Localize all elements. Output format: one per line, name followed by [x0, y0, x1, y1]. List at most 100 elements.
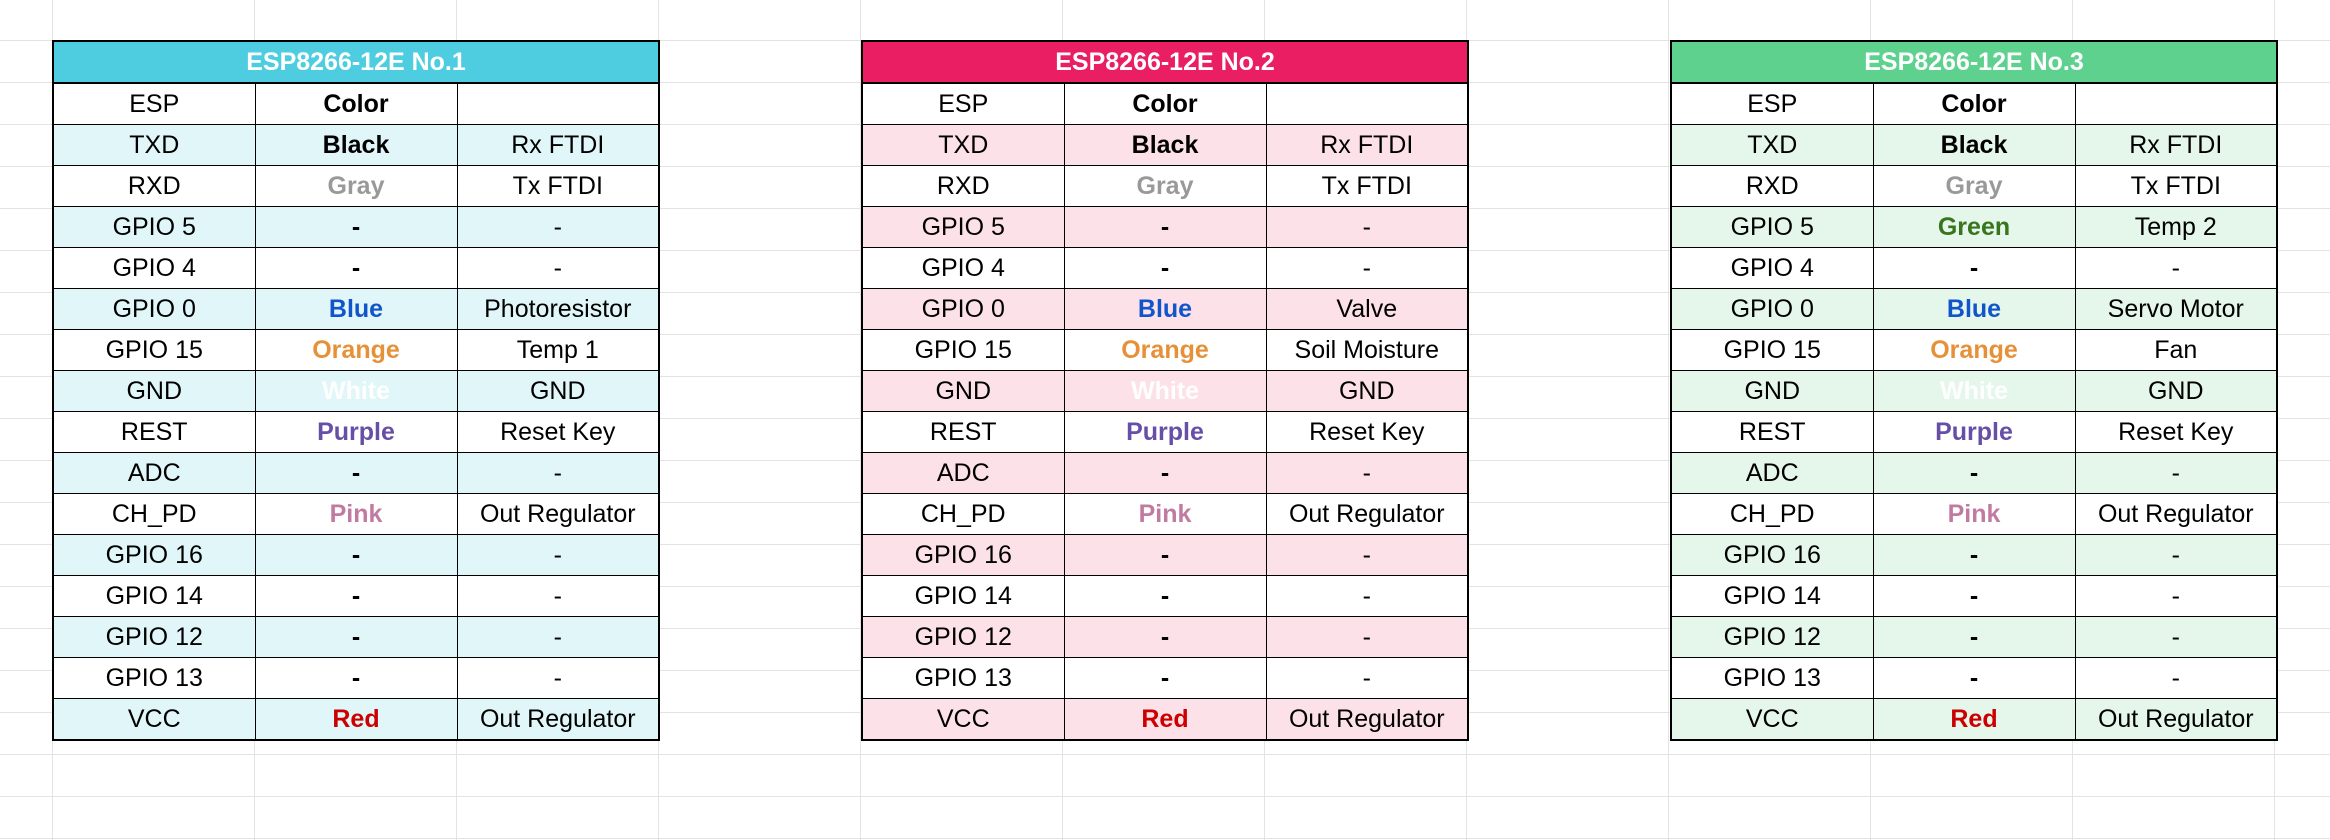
wire-color-cell[interactable]: Orange: [1063, 329, 1267, 371]
pin-cell[interactable]: VCC: [52, 698, 256, 741]
pin-cell[interactable]: GPIO 0: [52, 288, 256, 330]
pin-cell[interactable]: REST: [861, 411, 1065, 453]
wire-color-cell[interactable]: -: [1063, 657, 1267, 699]
connection-cell[interactable]: Reset Key: [456, 411, 660, 453]
pin-cell[interactable]: GPIO 13: [1670, 657, 1874, 699]
connection-cell[interactable]: GND: [456, 370, 660, 412]
connection-cell[interactable]: -: [2074, 657, 2278, 699]
wire-color-cell[interactable]: -: [1872, 247, 2076, 289]
pin-cell[interactable]: ADC: [52, 452, 256, 494]
table-title[interactable]: ESP8266-12E No.3: [1669, 40, 2279, 84]
wire-color-cell[interactable]: Red: [254, 698, 458, 741]
connection-cell[interactable]: Rx FTDI: [1265, 124, 1469, 166]
connection-cell[interactable]: Tx FTDI: [1265, 165, 1469, 207]
connection-cell[interactable]: GND: [2074, 370, 2278, 412]
connection-cell[interactable]: Temp 1: [456, 329, 660, 371]
wire-color-cell[interactable]: Green: [1872, 206, 2076, 248]
pin-cell[interactable]: GPIO 12: [861, 616, 1065, 658]
pin-cell[interactable]: VCC: [1670, 698, 1874, 741]
wire-color-cell[interactable]: Blue: [1063, 288, 1267, 330]
pin-cell[interactable]: RXD: [861, 165, 1065, 207]
connection-cell[interactable]: -: [456, 452, 660, 494]
connection-cell[interactable]: -: [1265, 206, 1469, 248]
header-esp[interactable]: ESP: [1670, 82, 1874, 125]
pin-cell[interactable]: REST: [52, 411, 256, 453]
wire-color-cell[interactable]: White: [254, 370, 458, 412]
wire-color-cell[interactable]: Gray: [1872, 165, 2076, 207]
wire-color-cell[interactable]: Red: [1872, 698, 2076, 741]
pin-cell[interactable]: GPIO 16: [861, 534, 1065, 576]
pin-cell[interactable]: CH_PD: [1670, 493, 1874, 535]
pin-cell[interactable]: REST: [1670, 411, 1874, 453]
pin-cell[interactable]: GND: [52, 370, 256, 412]
pin-cell[interactable]: GPIO 13: [52, 657, 256, 699]
wire-color-cell[interactable]: -: [1063, 206, 1267, 248]
connection-cell[interactable]: -: [456, 616, 660, 658]
wire-color-cell[interactable]: Gray: [1063, 165, 1267, 207]
connection-cell[interactable]: Fan: [2074, 329, 2278, 371]
pin-cell[interactable]: ADC: [861, 452, 1065, 494]
wire-color-cell[interactable]: Red: [1063, 698, 1267, 741]
connection-cell[interactable]: Rx FTDI: [456, 124, 660, 166]
connection-cell[interactable]: Valve: [1265, 288, 1469, 330]
header-color[interactable]: Color: [254, 82, 458, 125]
header-esp[interactable]: ESP: [861, 82, 1065, 125]
connection-cell[interactable]: Out Regulator: [456, 493, 660, 535]
header-color[interactable]: Color: [1063, 82, 1267, 125]
connection-cell[interactable]: -: [2074, 616, 2278, 658]
connection-cell[interactable]: -: [1265, 575, 1469, 617]
wire-color-cell[interactable]: White: [1872, 370, 2076, 412]
connection-cell[interactable]: Soil Moisture: [1265, 329, 1469, 371]
wire-color-cell[interactable]: Orange: [1872, 329, 2076, 371]
pin-cell[interactable]: GPIO 4: [861, 247, 1065, 289]
pin-cell[interactable]: GPIO 4: [52, 247, 256, 289]
pin-cell[interactable]: RXD: [1670, 165, 1874, 207]
wire-color-cell[interactable]: -: [1872, 452, 2076, 494]
connection-cell[interactable]: -: [1265, 247, 1469, 289]
connection-cell[interactable]: -: [456, 575, 660, 617]
connection-cell[interactable]: Out Regulator: [1265, 698, 1469, 741]
connection-cell[interactable]: -: [2074, 452, 2278, 494]
pin-cell[interactable]: GPIO 5: [861, 206, 1065, 248]
wire-color-cell[interactable]: Black: [1063, 124, 1267, 166]
pin-cell[interactable]: GPIO 0: [861, 288, 1065, 330]
wire-color-cell[interactable]: -: [1063, 616, 1267, 658]
wire-color-cell[interactable]: -: [254, 534, 458, 576]
connection-cell[interactable]: -: [2074, 534, 2278, 576]
pin-cell[interactable]: VCC: [861, 698, 1065, 741]
pin-cell[interactable]: ADC: [1670, 452, 1874, 494]
connection-cell[interactable]: Out Regulator: [2074, 698, 2278, 741]
connection-cell[interactable]: Rx FTDI: [2074, 124, 2278, 166]
connection-cell[interactable]: Out Regulator: [456, 698, 660, 741]
table-title[interactable]: ESP8266-12E No.1: [51, 40, 661, 84]
connection-cell[interactable]: Tx FTDI: [456, 165, 660, 207]
pin-cell[interactable]: GPIO 14: [52, 575, 256, 617]
connection-cell[interactable]: -: [2074, 575, 2278, 617]
pin-cell[interactable]: GND: [861, 370, 1065, 412]
wire-color-cell[interactable]: Pink: [1872, 493, 2076, 535]
pin-cell[interactable]: GPIO 16: [52, 534, 256, 576]
wire-color-cell[interactable]: White: [1063, 370, 1267, 412]
wire-color-cell[interactable]: Purple: [1872, 411, 2076, 453]
wire-color-cell[interactable]: Gray: [254, 165, 458, 207]
wire-color-cell[interactable]: -: [254, 206, 458, 248]
wire-color-cell[interactable]: -: [254, 452, 458, 494]
wire-color-cell[interactable]: -: [1872, 657, 2076, 699]
header-connection[interactable]: [1265, 82, 1469, 125]
wire-color-cell[interactable]: Purple: [254, 411, 458, 453]
pin-cell[interactable]: GPIO 4: [1670, 247, 1874, 289]
wire-color-cell[interactable]: -: [254, 657, 458, 699]
connection-cell[interactable]: Photoresistor: [456, 288, 660, 330]
pin-cell[interactable]: GPIO 5: [52, 206, 256, 248]
header-esp[interactable]: ESP: [52, 82, 256, 125]
pin-cell[interactable]: TXD: [861, 124, 1065, 166]
connection-cell[interactable]: Reset Key: [1265, 411, 1469, 453]
pin-cell[interactable]: TXD: [1670, 124, 1874, 166]
wire-color-cell[interactable]: -: [254, 247, 458, 289]
pin-cell[interactable]: GPIO 12: [52, 616, 256, 658]
pin-cell[interactable]: GPIO 14: [1670, 575, 1874, 617]
connection-cell[interactable]: Out Regulator: [2074, 493, 2278, 535]
pin-cell[interactable]: GPIO 13: [861, 657, 1065, 699]
wire-color-cell[interactable]: -: [1872, 575, 2076, 617]
connection-cell[interactable]: -: [1265, 657, 1469, 699]
